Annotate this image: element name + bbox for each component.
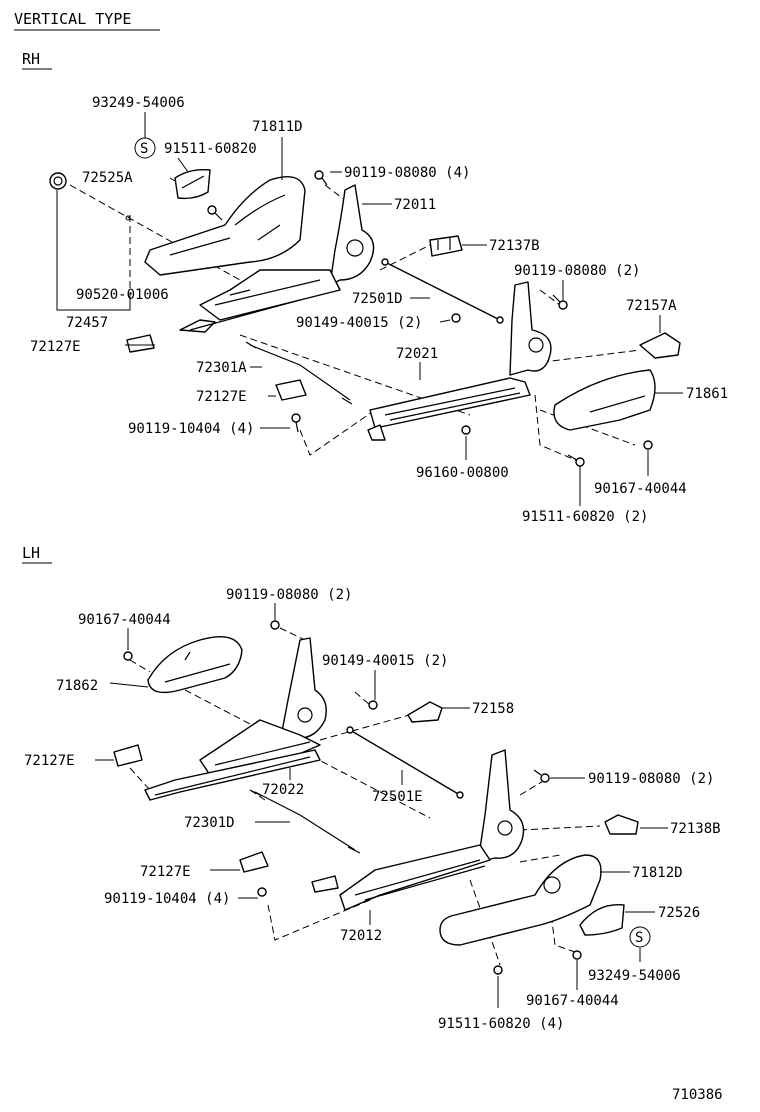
label-71812D: 71812D	[632, 865, 683, 881]
bolt-91511-60820	[207, 205, 223, 221]
lh-section: LH	[22, 544, 721, 1032]
handle-72127E-lh-a	[113, 744, 143, 767]
label-72457: 72457	[66, 315, 108, 331]
clip-72138B	[604, 814, 639, 835]
handle-72127E-rh-b	[275, 379, 307, 401]
handle-72127E-rh-a	[126, 334, 155, 353]
label-72526: 72526	[658, 905, 700, 921]
cover-71862	[147, 636, 243, 694]
label-72127E-lh-a: 72127E	[24, 753, 75, 769]
label-90167-40044b: 90167-40044	[526, 993, 619, 1009]
clip-72157A	[639, 332, 681, 359]
cable-72301A	[245, 341, 353, 405]
bolt-91511-60820-2	[567, 454, 585, 467]
bolt-90119-08080-2b	[533, 769, 550, 783]
frame-72012	[311, 749, 525, 911]
rh-s-mark: S	[140, 141, 148, 157]
label-93249-54006: 93249-54006	[92, 95, 185, 111]
rh-section: RH	[22, 50, 728, 525]
label-96160-00800: 96160-00800	[416, 465, 509, 481]
knob-72457	[49, 172, 67, 190]
bracket-72137B	[429, 235, 463, 257]
bolt-90119-08080-4	[314, 170, 328, 186]
label-72127E-lh-b: 72127E	[140, 864, 191, 880]
diagram-title: VERTICAL TYPE	[14, 10, 131, 28]
label-91511-60820-4: 91511-60820 (4)	[438, 1016, 564, 1032]
clip-72158	[407, 701, 443, 723]
label-72501E: 72501E	[372, 789, 423, 805]
frame-72021	[367, 281, 552, 441]
label-90119-10404-4: 90119-10404 (4)	[104, 891, 230, 907]
label-91511-60820-2: 91511-60820 (2)	[522, 509, 648, 525]
cover-71861	[553, 369, 656, 431]
label-90119-08080-2b: 90119-08080 (2)	[588, 771, 714, 787]
lh-s-mark-circle	[629, 926, 651, 948]
lever-72526	[579, 903, 625, 936]
label-91511-60820: 91511-60820	[164, 141, 257, 157]
label-90119-10404-4: 90119-10404 (4)	[128, 421, 254, 437]
label-72157A: 72157A	[626, 298, 677, 314]
recliner-cover-71811D	[144, 176, 306, 276]
label-72301D: 72301D	[184, 815, 235, 831]
label-72525A: 72525A	[82, 170, 133, 186]
rh-leader-lines	[56, 112, 683, 506]
label-90167-40044: 90167-40044	[594, 481, 687, 497]
label-72012: 72012	[340, 928, 382, 944]
handle-72127E-lh-b	[239, 851, 269, 873]
nut-96160-00800	[461, 425, 471, 435]
rail-assembly-rh-lower	[179, 299, 301, 333]
bolt-90167-40044	[643, 440, 653, 450]
label-72127E-rh-b: 72127E	[196, 389, 247, 405]
rh-heading: RH	[22, 50, 40, 68]
lh-heading: LH	[22, 544, 40, 562]
label-90119-08080-2: 90119-08080 (2)	[514, 263, 640, 279]
label-72138B: 72138B	[670, 821, 721, 837]
bolt-90119-10404	[257, 887, 267, 897]
pin-90520-01006	[125, 215, 131, 221]
bolt-90167-40044a	[123, 651, 133, 661]
figure-number: 710386	[672, 1087, 723, 1103]
label-90149-40015-2: 90149-40015 (2)	[296, 315, 422, 331]
lh-leader-lines	[95, 603, 668, 1008]
label-72137B: 72137B	[489, 238, 540, 254]
rod-72501E	[346, 726, 464, 799]
label-72158: 72158	[472, 701, 514, 717]
label-90520-01006: 90520-01006	[76, 287, 169, 303]
label-71861: 71861	[686, 386, 728, 402]
label-90149-40015-2: 90149-40015 (2)	[322, 653, 448, 669]
label-72501D: 72501D	[352, 291, 403, 307]
lh-s-mark: S	[635, 930, 643, 946]
label-72011: 72011	[394, 197, 436, 213]
bolt-91511-60820-4	[493, 965, 503, 975]
label-90119-08080-4: 90119-08080 (4)	[344, 165, 470, 181]
label-72021: 72021	[396, 346, 438, 362]
label-72301A: 72301A	[196, 360, 247, 376]
bolt-90119-08080-2	[552, 294, 568, 310]
bolt-90167-40044b	[572, 950, 582, 960]
frame-72011	[199, 184, 375, 321]
frame-72022	[144, 637, 327, 801]
label-71811D: 71811D	[252, 119, 303, 135]
label-71862: 71862	[56, 678, 98, 694]
recliner-cover-71812D	[439, 854, 602, 946]
rod-72501D	[381, 258, 504, 324]
label-90167-40044a: 90167-40044	[78, 612, 171, 628]
cable-72301D	[249, 789, 361, 854]
label-93249-54006: 93249-54006	[588, 968, 681, 984]
bolt-90119-08080-2a	[270, 620, 280, 630]
label-90119-08080-2a: 90119-08080 (2)	[226, 587, 352, 603]
label-72022: 72022	[262, 782, 304, 798]
label-72127E-rh-a: 72127E	[30, 339, 81, 355]
bolt-90149-40015	[451, 313, 461, 323]
bolt-90119-10404	[291, 413, 301, 433]
rh-s-mark-circle	[134, 137, 156, 159]
lever-72525A	[174, 168, 211, 200]
bolt-90149-40015-2	[368, 700, 378, 710]
